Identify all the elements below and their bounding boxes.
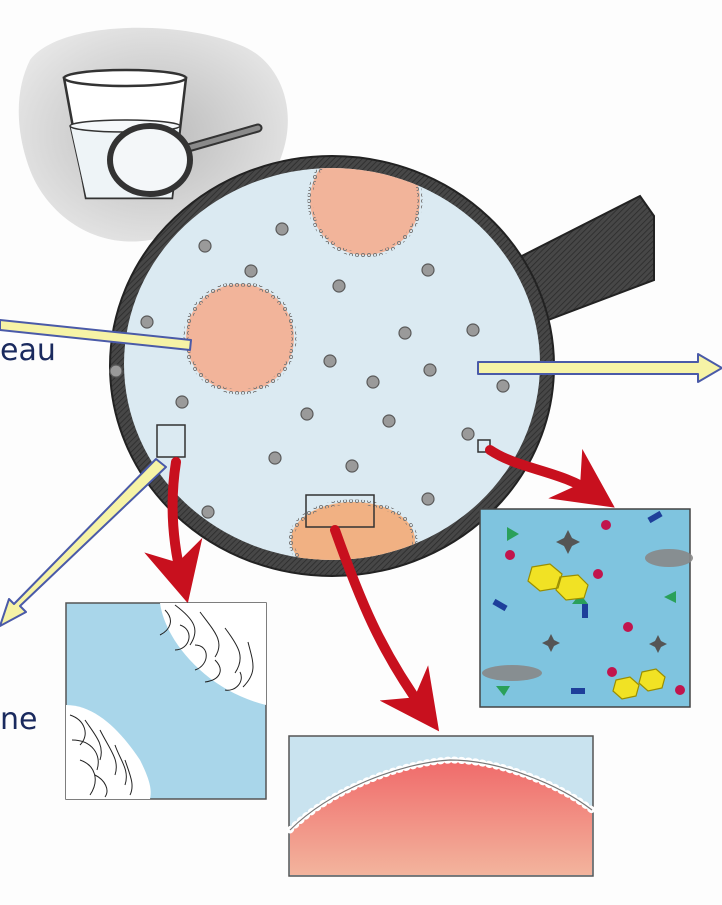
truncated-label-bottom: ne (0, 705, 37, 735)
inset-casein-micelles (66, 603, 266, 799)
fat-globule (186, 284, 294, 392)
pointer-arrow-micelle (0, 459, 166, 626)
truncated-label-top: eau (0, 336, 56, 366)
inset-whey-components (480, 509, 693, 707)
inset-fat-globule-membrane (289, 736, 593, 876)
